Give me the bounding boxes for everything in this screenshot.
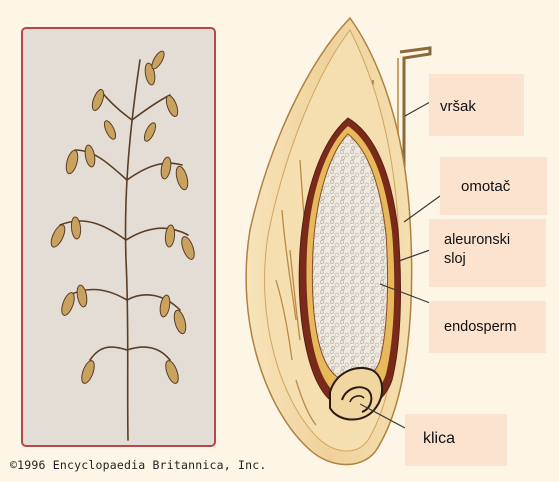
label-vrsak-text: vršak — [440, 98, 476, 115]
grain-cross-section — [246, 18, 430, 465]
label-klica: klica — [405, 414, 507, 466]
label-omotac: omotač — [440, 157, 547, 215]
label-aleuronski-line1: aleuronski — [444, 231, 546, 250]
copyright-text: ©1996 Encyclopaedia Britannica, Inc. — [10, 458, 266, 472]
label-aleuronski-sloj: aleuronski sloj — [429, 219, 546, 287]
label-klica-text: klica — [423, 430, 455, 447]
label-aleuronski-line2: sloj — [444, 250, 546, 269]
label-endosperm: endosperm — [429, 301, 546, 353]
label-vrsak: vršak — [429, 74, 524, 136]
label-endosperm-text: endosperm — [444, 319, 517, 335]
leader-vrsak — [405, 102, 430, 116]
oat-plant-panel — [22, 28, 215, 446]
label-omotac-text: omotač — [461, 178, 510, 195]
